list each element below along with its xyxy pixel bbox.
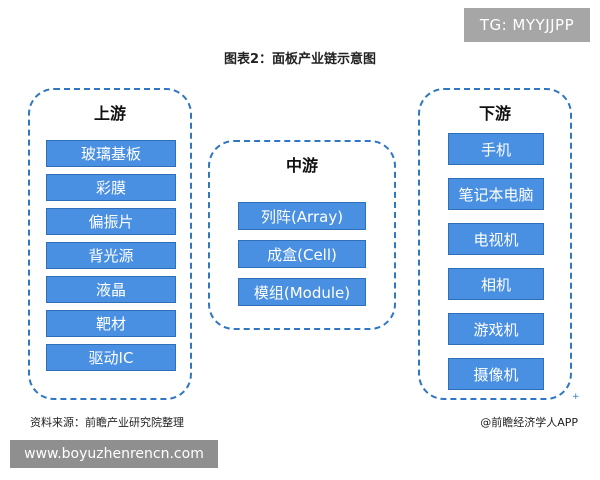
midstream-item: 成盒(Cell) bbox=[238, 240, 366, 268]
midstream-title: 中游 bbox=[285, 156, 318, 175]
downstream-item: 游戏机 bbox=[448, 313, 544, 345]
upstream-item: 偏振片 bbox=[46, 208, 176, 235]
url-badge: www.boyuzhenrencn.com bbox=[10, 440, 218, 468]
downstream-item: 笔记本电脑 bbox=[448, 178, 544, 210]
upstream-group: 上游 玻璃基板彩膜偏振片背光源液晶靶材驱动IC bbox=[28, 88, 192, 400]
source-note: 资料来源：前瞻产业研究院整理 bbox=[30, 416, 184, 429]
midstream-item: 列阵(Array) bbox=[238, 202, 366, 230]
downstream-group: 下游 手机笔记本电脑电视机相机游戏机摄像机 bbox=[418, 88, 572, 400]
downstream-item: 手机 bbox=[448, 133, 544, 165]
upstream-item: 液晶 bbox=[46, 276, 176, 303]
upstream-item: 驱动IC bbox=[46, 344, 176, 371]
downstream-title: 下游 bbox=[478, 104, 511, 123]
tg-badge: TG: MYYJJPP bbox=[464, 8, 590, 42]
diagram-title: 图表2：面板产业链示意图 bbox=[223, 52, 377, 67]
upstream-item: 玻璃基板 bbox=[46, 140, 176, 167]
midstream-item: 模组(Module) bbox=[238, 278, 366, 306]
midstream-group: 中游 列阵(Array) 成盒(Cell) 模组(Module) bbox=[208, 140, 396, 330]
downstream-item: 相机 bbox=[448, 268, 544, 300]
downstream-item: 摄像机 bbox=[448, 358, 544, 390]
downstream-item: 电视机 bbox=[448, 223, 544, 255]
upstream-title: 上游 bbox=[93, 104, 126, 123]
upstream-item: 靶材 bbox=[46, 310, 176, 337]
copyright-note: @前瞻经济学人APP bbox=[480, 416, 578, 429]
plus-icon: + bbox=[572, 392, 580, 402]
upstream-item: 背光源 bbox=[46, 242, 176, 269]
upstream-item: 彩膜 bbox=[46, 174, 176, 201]
